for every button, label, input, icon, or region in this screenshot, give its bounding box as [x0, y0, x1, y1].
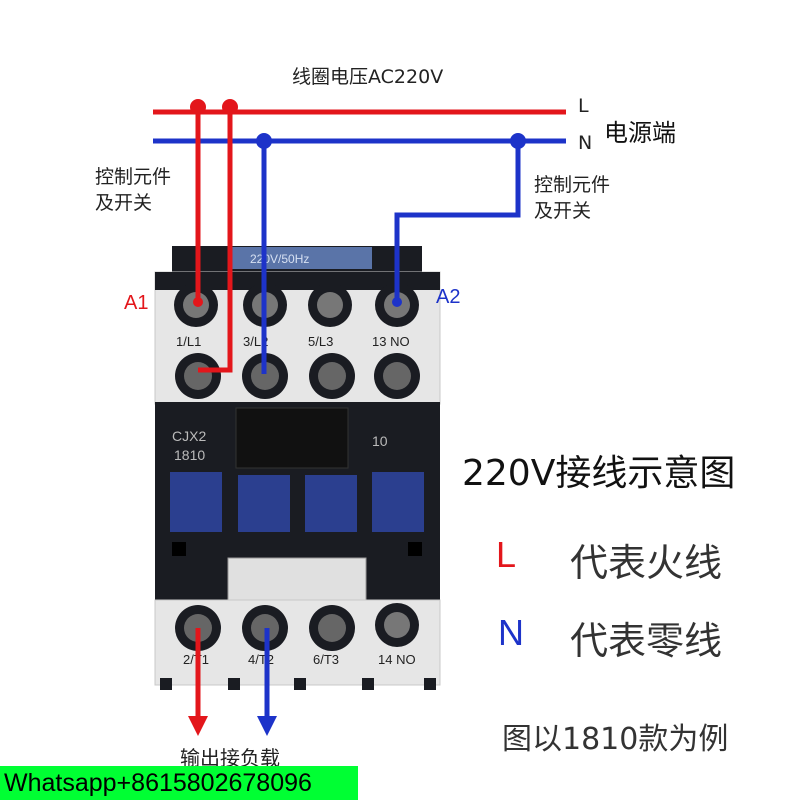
- nameplate-label: 220V/50Hz: [250, 252, 309, 266]
- line-l-label: L: [578, 95, 589, 117]
- legend-key-l: L: [496, 534, 517, 575]
- model-right: 10: [372, 433, 388, 449]
- control-right-line-2: 及开关: [534, 200, 592, 222]
- live-wire-l1: [198, 107, 233, 373]
- neutral-wire-a2: [394, 141, 521, 302]
- model-line-1: CJX2: [172, 428, 206, 444]
- coil-voltage-label: 线圈电压AC220V: [292, 66, 444, 88]
- nameplate: [232, 247, 372, 269]
- example-note: 图以1810款为例: [502, 722, 729, 757]
- terminal-1-l1: 1/L1: [176, 334, 201, 349]
- diagram-title: 220V接线示意图: [462, 453, 736, 494]
- top-screws-lower: [175, 353, 420, 399]
- terminal-5-l3: 5/L3: [308, 334, 333, 349]
- legend-key-n: N: [498, 612, 524, 653]
- legend-text-n: 代表零线: [570, 619, 723, 663]
- terminal-13-no: 13 NO: [372, 334, 410, 349]
- coil-terminal-a1: A1: [124, 292, 149, 314]
- line-n-label: N: [578, 132, 593, 154]
- coil-terminal-a2: A2: [436, 286, 461, 308]
- power-source-label: 电源端: [604, 119, 676, 147]
- watermark-banner: Whatsapp+8615802678096: [0, 766, 358, 800]
- control-right-line-1: 控制元件: [534, 174, 611, 196]
- legend-text-l: 代表火线: [570, 541, 723, 585]
- control-left-line-1: 控制元件: [95, 166, 172, 188]
- control-left-line-2: 及开关: [95, 192, 153, 214]
- terminal-6-t3: 6/T3: [313, 652, 339, 667]
- terminal-14-no: 14 NO: [378, 652, 416, 667]
- terminal-4-t2: 4/T2: [248, 652, 274, 667]
- contact-indicators: [170, 472, 424, 532]
- bottom-slider: [227, 557, 367, 605]
- model-line-2: 1810: [174, 447, 205, 463]
